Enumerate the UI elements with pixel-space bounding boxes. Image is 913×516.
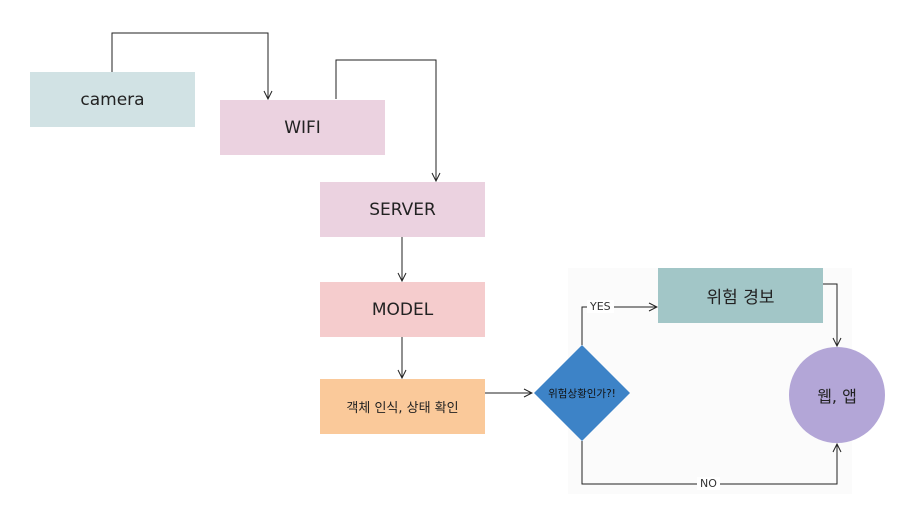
camera-label: camera [80, 89, 145, 110]
detect-node: 객체 인식, 상태 확인 [320, 379, 485, 434]
edge-wifi-to-server [335, 59, 436, 181]
decision-diamond [534, 345, 630, 441]
no-edge-label: NO [697, 477, 720, 490]
camera-node: camera [30, 72, 195, 127]
edge-camera-to-wifi [111, 32, 268, 99]
alert-node: 위험 경보 [658, 268, 823, 323]
detect-label: 객체 인식, 상태 확인 [346, 401, 459, 416]
model-label: MODEL [371, 299, 434, 320]
server-label: SERVER [369, 199, 436, 220]
model-node: MODEL [320, 282, 485, 337]
server-node: SERVER [320, 182, 485, 237]
yes-edge-label: YES [587, 300, 614, 313]
edge-alert-to-webapp [823, 283, 837, 346]
alert-label: 위험 경보 [706, 288, 775, 308]
wifi-label: WIFI [284, 117, 321, 138]
edge-decision-yes-to-alert [581, 307, 657, 345]
webapp-label: 웹, 앱 [817, 387, 857, 406]
wifi-node: WIFI [220, 100, 385, 155]
webapp-node: 웹, 앱 [789, 347, 885, 443]
decision-text: 위험상황인가?! [548, 387, 616, 400]
